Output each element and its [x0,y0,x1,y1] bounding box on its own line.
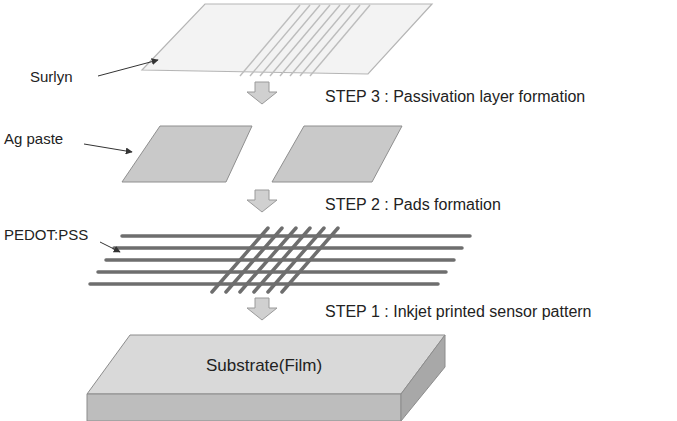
substrate-block: Substrate(Film) [86,334,446,421]
opening-edge [300,5,360,76]
pedot-line [122,234,470,238]
ag-pad [122,126,252,182]
surlyn-openings [240,5,370,76]
step-label: STEP 1 : Inkjet printed sensor pattern [325,303,592,321]
pedot-lines [90,228,470,292]
substrate-side [401,335,445,421]
opening-edge [270,5,330,76]
step-arrow [247,82,277,104]
part-label: Ag paste [4,130,63,148]
pedot-line [212,228,268,292]
substrate-label: Substrate(Film) [206,356,322,376]
step-label: STEP 3 : Passivation layer formation [325,88,585,106]
leader-line [98,60,158,76]
opening-edge [260,5,320,76]
part-label: PEDOT:PSS [4,226,88,244]
step-arrow [247,190,277,212]
surlyn-film [142,4,432,74]
opening-edge [250,5,310,76]
text-holder: Substrate(Film) [206,356,322,376]
substrate-top [87,335,445,394]
pedot-line [114,246,462,250]
opening-edge [280,5,340,76]
step-label: STEP 2 : Pads formation [325,196,501,214]
leader-line [100,242,120,252]
substrate-front [87,394,401,421]
ag-pad [272,126,402,182]
leader-line [84,144,132,152]
substrate-outline [86,334,446,421]
pedot-line [226,228,282,292]
pedot-line [254,228,310,292]
part-label: Surlyn [30,68,73,86]
opening-edge [240,5,300,76]
pedot-line [282,228,338,292]
pedot-line [268,228,324,292]
step-arrow [247,298,277,320]
opening-edge [290,5,350,76]
pedot-line [240,228,296,292]
opening-edge [310,5,370,76]
